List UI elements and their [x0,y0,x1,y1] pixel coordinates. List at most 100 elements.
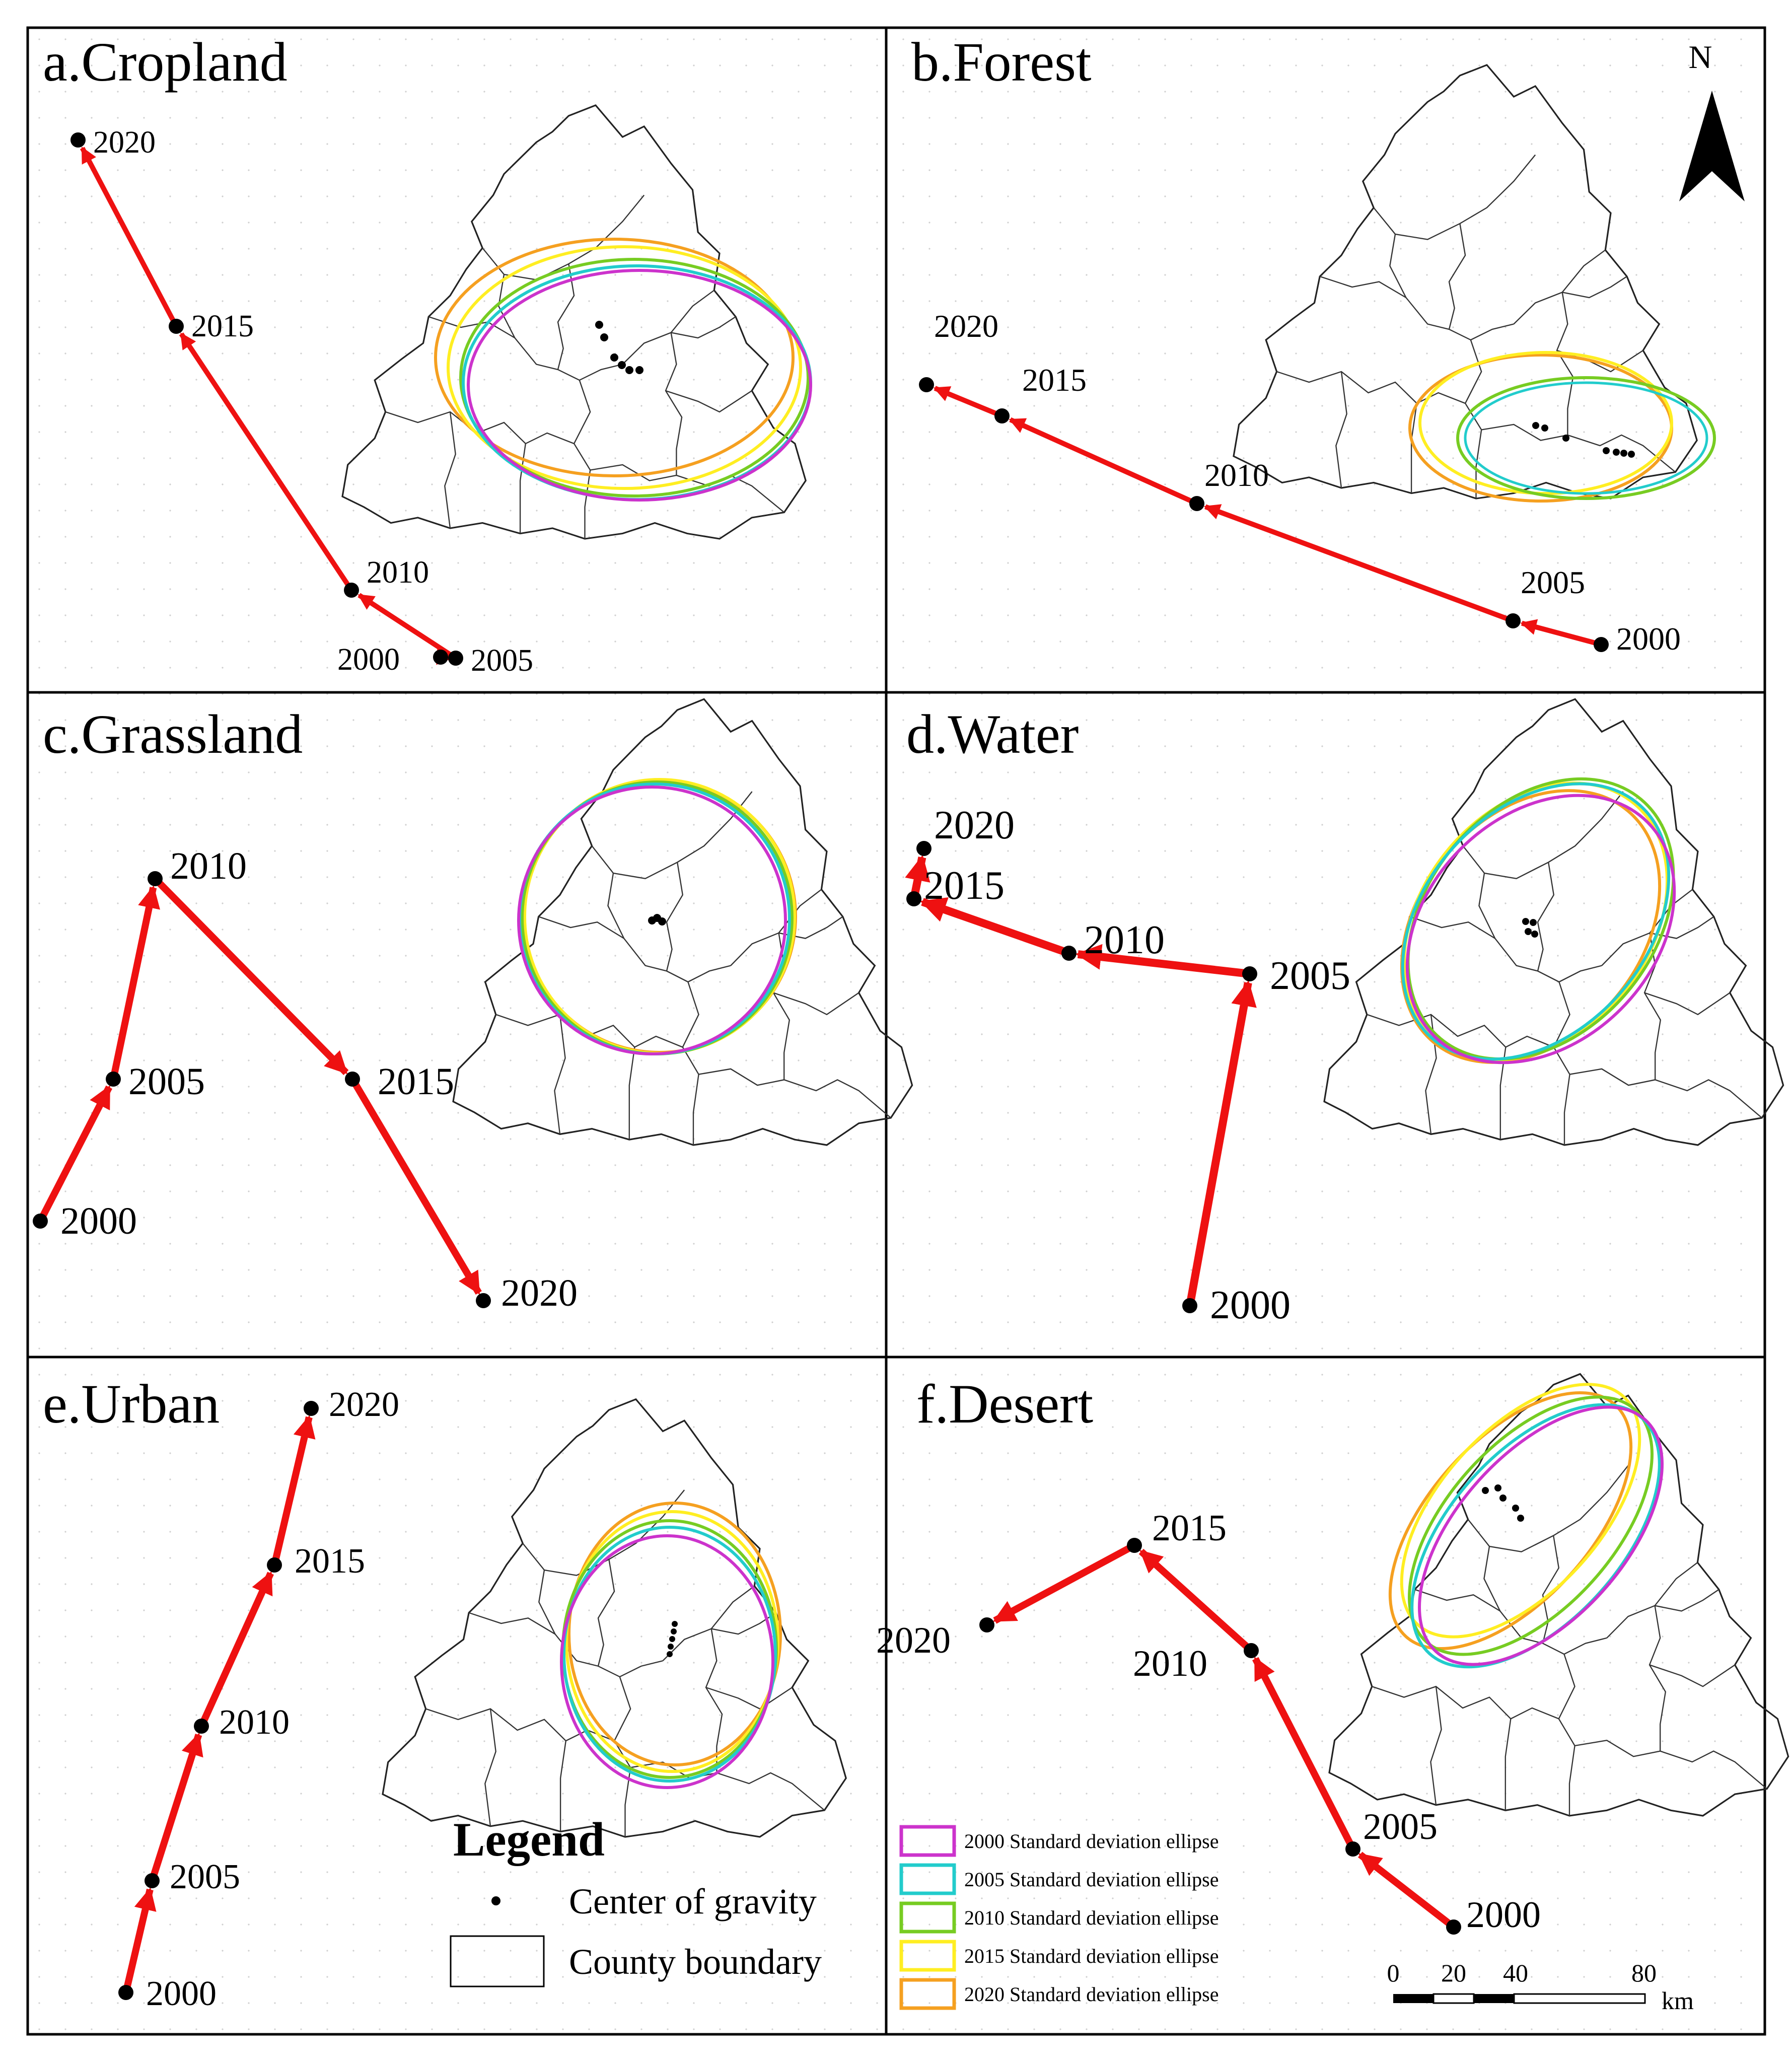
year-label: 2020 [93,125,156,160]
ellipse-legend-label: 2000 Standard deviation ellipse [964,1830,1218,1853]
center-of-gravity-point [145,1873,160,1888]
year-label: 2015 [191,309,254,343]
panel-title-e: e.Urban [43,1373,220,1435]
center-of-gravity-point [148,871,163,886]
north-arrow: N [1679,39,1745,201]
legend-county-label: County boundary [569,1942,822,1982]
center-of-gravity-point [267,1557,282,1573]
center-of-gravity-point [106,1072,121,1087]
scale-tick-0: 0 [1387,1959,1400,1987]
ellipse-legend-swatch [899,1901,956,1934]
trajectory-arrow [1203,504,1514,623]
center-of-gravity-point [1594,637,1609,652]
county-map-c [452,698,913,1146]
year-label: 2005 [1363,1806,1438,1847]
panel-title-c: c.Grassland [43,703,303,765]
center-of-gravity-point [33,1214,48,1229]
north-arrow-icon [1679,91,1745,201]
center-of-gravity-point [476,1293,491,1308]
year-label: 2015 [295,1542,365,1581]
trajectory-arrow [992,1542,1136,1624]
trajectory-arrow [153,876,349,1076]
ellipse-legend-swatch [899,1825,956,1857]
center-of-gravity-point [344,583,359,598]
ellipse-legend-label: 2005 Standard deviation ellipse [964,1868,1218,1891]
panel-title-f: f.Desert [916,1373,1093,1435]
trajectory-arrow [149,1732,203,1882]
year-label: 2010 [1084,918,1165,962]
trajectory-arrow [349,1077,482,1295]
center-of-gravity-point [1242,966,1257,981]
year-label: 2000 [1616,621,1681,657]
county-map-b [1233,64,1716,503]
trajectory-arrow [179,332,354,592]
ellipse-legend-label: 2020 Standard deviation ellipse [964,1983,1218,2006]
trajectory-arrow [920,897,1070,957]
legend-center-label: Center of gravity [569,1881,817,1922]
year-label: 2020 [876,1620,951,1661]
panel-title-d: d.Water [906,703,1079,765]
center-of-gravity-point [979,1617,994,1632]
year-label: 2015 [1152,1508,1227,1549]
county-map-f [1328,1373,1789,1817]
center-of-gravity-point [1244,1643,1259,1658]
center-of-gravity-point [169,319,184,334]
trajectory-arrow [122,1887,157,1994]
scale-tick-20: 20 [1441,1959,1466,1987]
scale-tick-40: 40 [1503,1959,1528,1987]
county-map-d [1323,698,1784,1146]
panel-title-b: b.Forest [911,31,1092,93]
trajectory-arrow [1186,980,1257,1307]
center-of-gravity-point [304,1401,319,1416]
center-of-gravity-point [1506,613,1521,628]
year-label: 2020 [934,803,1015,847]
trajectory-arrow [357,593,457,661]
center-of-gravity-point [1127,1538,1142,1553]
ellipse-legend-swatch [899,1978,956,2010]
year-label: 2005 [471,644,533,678]
center-of-gravity-point [994,408,1010,423]
center-of-gravity-point [194,1719,209,1734]
trajectory-arrow [198,1571,274,1728]
center-of-gravity-point [1061,946,1077,961]
ellipse-legend-swatch [899,1863,956,1895]
center-of-gravity-point [1189,496,1204,511]
year-label: 2015 [924,864,1005,908]
year-label: 2000 [1466,1894,1541,1936]
center-of-gravity-point [1345,1841,1360,1857]
year-label: 2015 [378,1060,454,1103]
legend: Legend Center of gravity County boundary [450,1813,822,1987]
center-of-gravity-point [70,132,86,148]
center-of-gravity-point [1182,1298,1197,1313]
county-boundary-icon [450,1935,545,1987]
north-label: N [1689,39,1712,76]
ellipse-legend-label: 2015 Standard deviation ellipse [964,1945,1218,1967]
trajectory-arrow [1252,1657,1356,1851]
county-map-e [382,1398,847,1838]
year-label: 2005 [170,1858,240,1896]
year-label: 2010 [1133,1643,1207,1684]
year-label: 2010 [219,1703,290,1742]
year-label: 2010 [1204,457,1269,493]
year-label: 2020 [329,1385,399,1424]
year-label: 2020 [934,308,998,344]
center-of-gravity-point [906,891,921,906]
trajectory-arrow [1520,619,1602,647]
center-of-gravity-point [118,1985,133,2000]
center-of-gravity-point [1446,1919,1461,1935]
ellipse-legend: 2000 Standard deviation ellipse 2005 Stan… [899,1825,1218,2010]
year-label: 2000 [337,643,400,677]
ellipse-legend-label: 2010 Standard deviation ellipse [964,1906,1218,1929]
center-of-gravity-point [919,377,934,392]
center-of-gravity-point [448,651,463,666]
trajectory-f: 2000 2005 2010 2015 2020 [876,1508,1541,1936]
trajectory-arrow [1357,1852,1456,1930]
trajectory-arrow [271,1415,316,1566]
panel-frame [26,26,1766,2036]
year-label: 2020 [501,1272,578,1314]
